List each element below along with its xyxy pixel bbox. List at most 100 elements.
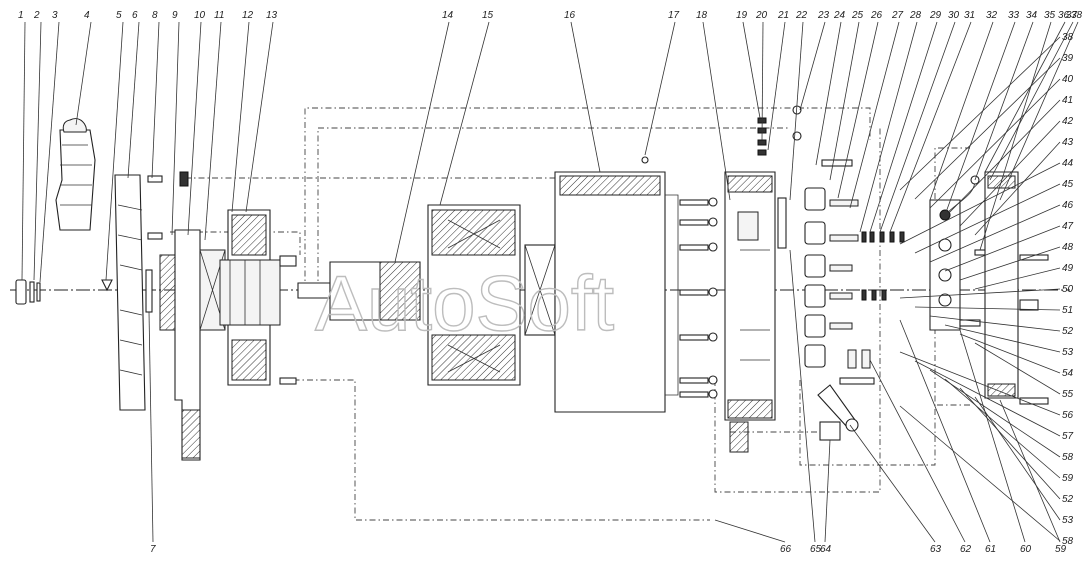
callout-label: 22: [795, 10, 808, 21]
callout-leader: [929, 315, 1061, 332]
callout-leader: [171, 21, 180, 236]
callout-label: 30: [948, 10, 960, 21]
callout-label: 29: [929, 10, 942, 21]
callout-leader: [929, 21, 994, 201]
callout-label: 33: [1008, 10, 1020, 21]
callout-leader: [245, 21, 274, 213]
callout-leader: [889, 21, 972, 233]
callout-leader: [767, 21, 786, 151]
callout-label: 53: [1062, 515, 1074, 526]
callout-leader: [879, 21, 956, 233]
callout-label: 10: [194, 10, 206, 21]
callout-label: 27: [891, 10, 904, 21]
callout-leader: [959, 246, 1061, 281]
callout-label: 2: [33, 10, 40, 21]
callout-leader: [984, 21, 1066, 173]
callout-leader: [959, 333, 1061, 374]
callout-label: 65: [810, 544, 822, 555]
rectifier-plate: [724, 171, 776, 453]
end-cover: [984, 171, 1049, 405]
callout-leader: [974, 396, 1061, 521]
callout-leader: [75, 21, 92, 126]
callout-label: 48: [1062, 242, 1074, 253]
callout-leader: [789, 249, 816, 543]
callout-label: 49: [1062, 263, 1074, 274]
callout-leader: [974, 21, 1034, 181]
callout-label: 6: [132, 10, 138, 21]
callout-label: 50: [1062, 284, 1074, 295]
callout-label: 14: [442, 10, 454, 21]
callout-label: 58: [1062, 536, 1074, 547]
callout-leader: [231, 21, 250, 213]
callout-label: 38: [1071, 10, 1083, 21]
callout-leader: [959, 329, 1026, 543]
spacer: [145, 269, 153, 313]
callout-label: 60: [1020, 544, 1032, 555]
callout-label: 63: [930, 544, 942, 555]
callout-leader: [959, 387, 1061, 500]
callout-label: 16: [564, 10, 576, 21]
callout-label: 52: [1062, 326, 1074, 337]
callout-leader: [869, 359, 966, 543]
front-cover: [159, 229, 226, 461]
callout-label: 19: [736, 10, 748, 21]
callout-label: 13: [266, 10, 278, 21]
watermark: AutoSoft: [315, 259, 615, 347]
callout-leader: [914, 306, 1061, 311]
callout-leader: [899, 162, 1061, 245]
callout-leader: [39, 21, 60, 283]
fan: [114, 174, 146, 411]
callout-label: 52: [1062, 494, 1074, 505]
callout-leader: [974, 267, 1061, 290]
assembly-guides: [170, 107, 970, 521]
callout-label: 39: [1062, 53, 1074, 64]
callout-leader: [761, 21, 764, 141]
callout-label: 31: [964, 10, 975, 21]
bearing: [524, 244, 556, 336]
callout-label: 57: [1062, 431, 1074, 442]
callout-label: 56: [1062, 410, 1074, 421]
callout-leader: [899, 405, 1061, 542]
callout-leader: [914, 57, 1061, 200]
callout-label: 59: [1062, 473, 1074, 484]
callout-label: 61: [985, 544, 996, 555]
callout-leader: [815, 21, 842, 166]
callout-label: 47: [1062, 221, 1074, 232]
pulley: [55, 118, 96, 231]
callout-leader: [929, 204, 1061, 263]
callout-label: 40: [1062, 74, 1074, 85]
callout-leader: [837, 21, 879, 199]
small-screws: [757, 105, 853, 249]
callout-leader: [702, 21, 731, 201]
callout-label: 37: [1066, 10, 1078, 21]
callout-label: 62: [960, 544, 972, 555]
callout-leader: [974, 342, 1061, 395]
shaft: [297, 261, 421, 321]
callout-leader: [899, 351, 1061, 416]
callout-label: 38: [1062, 32, 1074, 43]
callout-leader: [914, 360, 1061, 437]
callout-leader: [204, 21, 222, 241]
callout-leader: [869, 21, 938, 233]
callout-leader: [899, 288, 1061, 299]
callout-label: 34: [1026, 10, 1038, 21]
callout-leader: [974, 141, 1061, 236]
callout-leader: [187, 21, 202, 236]
diode-stack: [804, 187, 905, 441]
callout-leader: [999, 399, 1061, 543]
callout-label: 64: [820, 544, 832, 555]
callout-leader: [789, 21, 804, 201]
callout-leader: [127, 21, 140, 179]
callout-label: 44: [1062, 158, 1074, 169]
callout-label: 66: [780, 544, 792, 555]
callout-label: 46: [1062, 200, 1074, 211]
callout-label: 15: [482, 10, 494, 21]
callout-leader: [21, 21, 26, 281]
callout-leader: [439, 21, 490, 206]
callout-leader: [714, 519, 786, 543]
callout-label: 23: [817, 10, 830, 21]
callout-label: 20: [755, 10, 768, 21]
housing-bolts: [679, 197, 718, 399]
callout-label: 43: [1062, 137, 1074, 148]
